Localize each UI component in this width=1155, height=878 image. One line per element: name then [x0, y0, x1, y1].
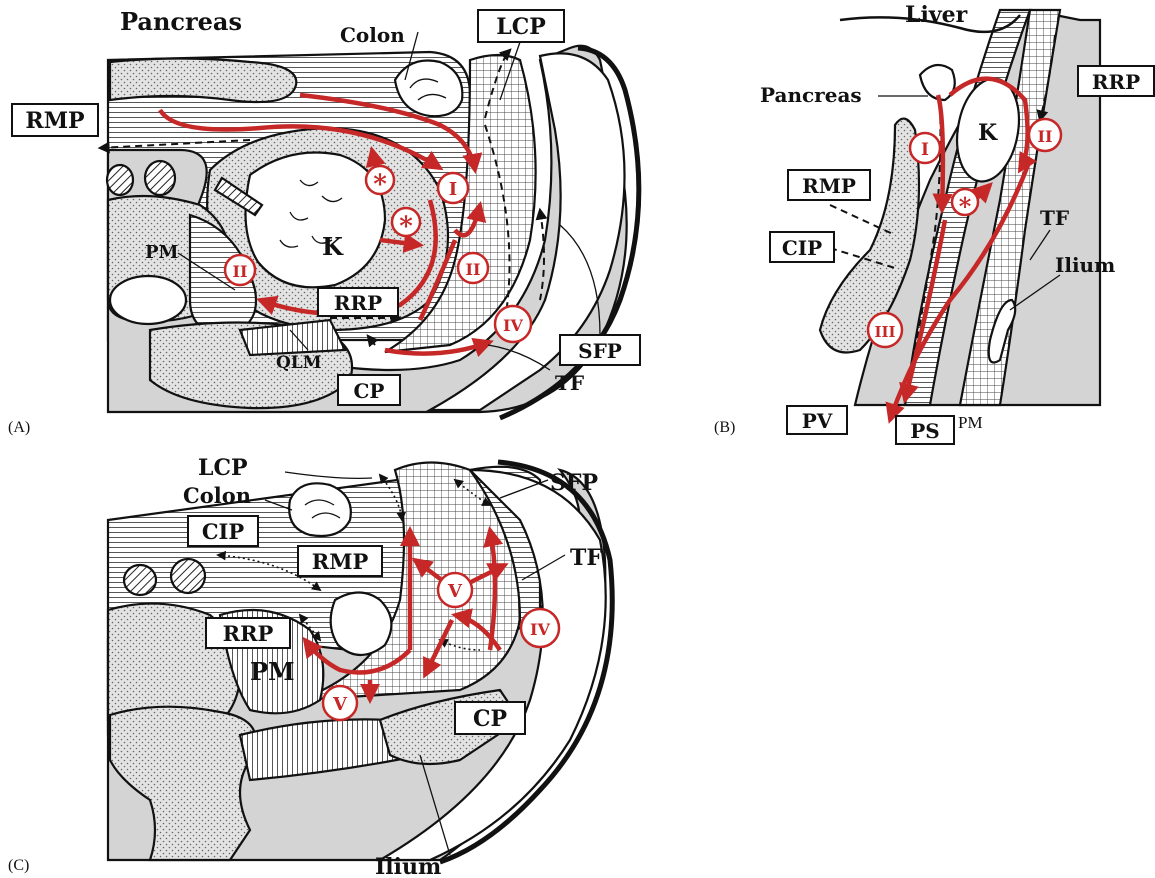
svg-text:I: I [921, 140, 929, 160]
svg-text:I: I [449, 179, 457, 200]
rrp-box-a: RRP [318, 288, 398, 316]
cp-label-a: CP [354, 379, 385, 403]
svg-text:*: * [399, 212, 413, 242]
svg-text:*: * [959, 192, 972, 221]
rmp-box-a: RMP [12, 104, 98, 136]
lcp-label-a: LCP [496, 14, 546, 40]
sfp-label-a: SFP [578, 339, 622, 363]
marker-i-a: I [438, 173, 468, 203]
pm-label-b: PM [958, 413, 983, 432]
svg-text:V: V [447, 581, 463, 602]
svg-text:IV: IV [530, 620, 550, 639]
vessel-2-a [145, 161, 175, 195]
cip-label-c: CIP [202, 519, 245, 544]
lcp-leader-c [285, 472, 372, 478]
pancreas-b [920, 65, 955, 100]
kidney-a [246, 153, 386, 288]
rmp-label-b: RMP [802, 174, 856, 198]
vessel-2-c [171, 559, 205, 593]
cip-label-b: CIP [782, 236, 822, 260]
qlm-label-a: QLM [276, 353, 322, 373]
marker-iv-c: IV [521, 609, 559, 647]
marker-ii-b: II [1029, 119, 1061, 151]
rrp-label-b: RRP [1092, 70, 1140, 94]
pancreas-label-b: Pancreas [760, 83, 862, 107]
ps-box-b: PS [896, 416, 954, 444]
svg-text:II: II [466, 260, 481, 279]
marker-iii-b: III [868, 313, 902, 347]
tf-label-a: TF [555, 371, 584, 395]
red-arrow-star-a [372, 150, 375, 163]
marker-ii-right-a: II [458, 253, 488, 283]
svg-text:II: II [233, 262, 248, 281]
cip-box-c: CIP [188, 516, 258, 546]
rmp-label-c: RMP [312, 549, 369, 574]
marker-v-top-c: V [438, 573, 472, 607]
ilium-label-c: Ilium [375, 854, 441, 878]
rrp-box-c: RRP [206, 618, 290, 648]
vessel-1-a [107, 165, 133, 195]
marker-ii-left-a: II [225, 255, 255, 285]
vessel-1-c [124, 565, 156, 595]
rrp-label-c: RRP [223, 621, 274, 646]
sfp-box-a: SFP [560, 335, 640, 365]
pm-label-c: PM [250, 657, 295, 686]
pancreas-a [110, 59, 296, 103]
kidney-label-b: K [978, 120, 998, 146]
colon-label-c: Colon [183, 483, 251, 508]
rmp-box-c: RMP [298, 546, 382, 576]
colon-c [289, 483, 351, 536]
cp-label-c: CP [473, 706, 507, 732]
svg-text:II: II [1038, 127, 1053, 146]
caption-c: (C) [8, 857, 29, 874]
cip-box-b: CIP [770, 232, 834, 262]
tf-label-b: TF [1040, 206, 1069, 230]
rrp-box-b: RRP [1078, 66, 1154, 96]
caption-b: (B) [714, 419, 735, 436]
svg-text:IV: IV [503, 316, 523, 335]
pm-label-a: PM [145, 242, 179, 263]
pv-box-b: PV [787, 406, 847, 434]
lcp-box-a: LCP [478, 10, 564, 42]
caption-a: (A) [8, 419, 30, 436]
ilium-label-b: Ilium [1055, 253, 1115, 277]
rmp-box-b: RMP [788, 170, 870, 200]
liver-label-b: Liver [905, 2, 968, 28]
spinal-canal-a [110, 276, 186, 324]
sfp-label-c: SFP [550, 470, 598, 496]
marker-i-b: I [910, 133, 940, 163]
marker-v-bottom-c: V [323, 686, 357, 720]
panel-b: Liver RRP Pancreas K RMP TF CIP Ilium PV… [714, 2, 1154, 444]
svg-text:*: * [373, 170, 387, 200]
tf-label-c: TF [570, 545, 602, 571]
cp-box-a: CP [338, 375, 400, 405]
panel-a: Pancreas Colon LCP RMP PM K RRP QLM CP S… [8, 7, 640, 436]
pv-label-b: PV [802, 409, 833, 433]
svg-text:V: V [332, 694, 348, 715]
pancreas-label-a: Pancreas [120, 7, 242, 36]
colon-label-a: Colon [340, 23, 405, 47]
marker-iv-a: IV [495, 306, 531, 342]
svg-text:III: III [874, 323, 895, 341]
rrp-label-a: RRP [334, 291, 382, 315]
panel-c: LCP Colon SFP CIP RMP TF RRP PM CP Ilium… [8, 455, 612, 878]
kidney-label-a: K [322, 232, 344, 261]
ps-label-b: PS [910, 419, 939, 443]
cp-box-c: CP [455, 702, 525, 734]
mass-c [331, 593, 392, 656]
lcp-label-c: LCP [198, 455, 248, 481]
rmp-label-a: RMP [25, 108, 84, 134]
